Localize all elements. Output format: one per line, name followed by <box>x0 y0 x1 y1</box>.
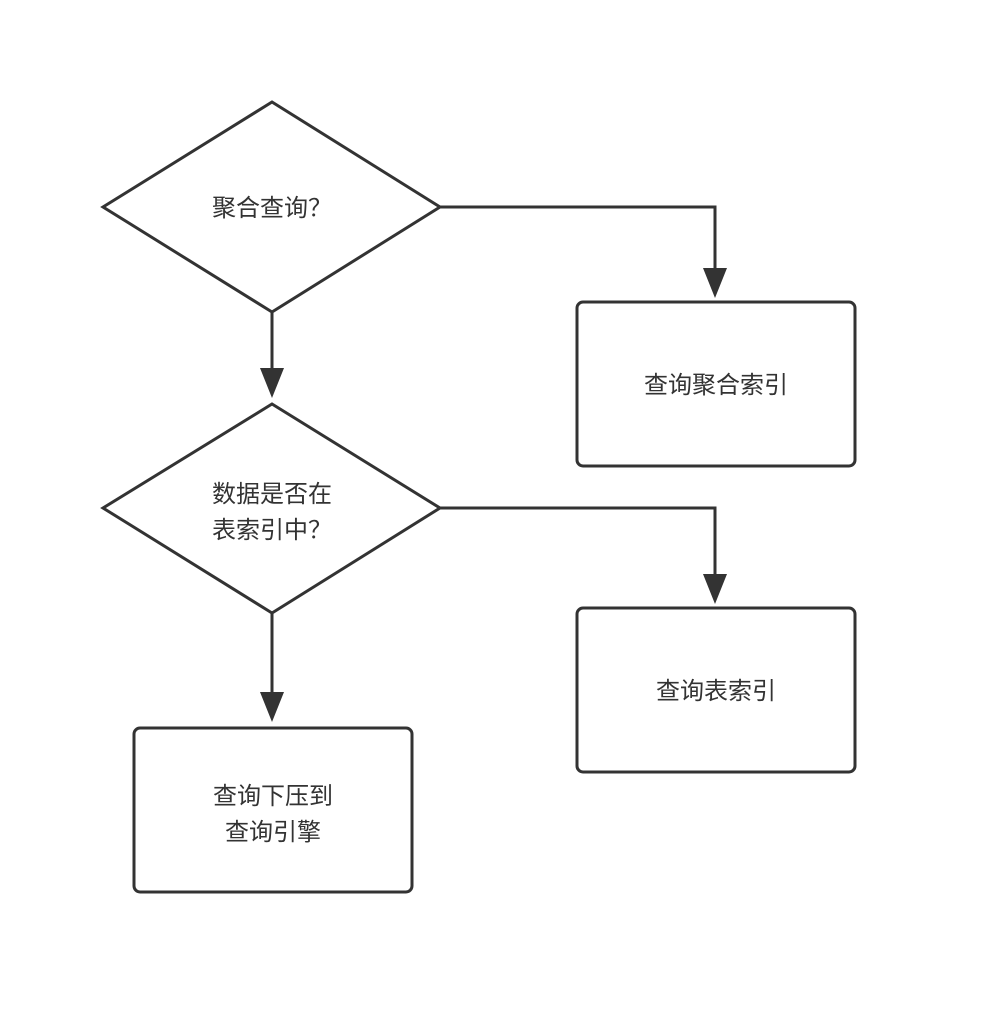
decision-table-index-label-line2: 表索引中？ <box>212 516 332 544</box>
connector-line <box>440 205 717 272</box>
process-query-table-index: 查询表索引 <box>575 606 857 774</box>
decision-data-in-table-index: 数据是否在 表索引中？ <box>100 402 443 615</box>
edge-aggregate-to-table-index-decision <box>260 312 284 398</box>
edge-table-index-decision-to-table-index <box>440 506 727 604</box>
diamond-shape <box>100 402 443 615</box>
rectangle-shape <box>575 606 857 774</box>
edge-table-index-decision-to-pushdown <box>260 613 284 722</box>
rectangle-shape <box>132 726 414 894</box>
process-aggregate-index-label: 查询聚合索引 <box>644 371 788 399</box>
connector-line <box>440 506 717 578</box>
arrowhead-icon <box>260 692 284 722</box>
process-pushdown-label-line1: 查询下压到 <box>213 782 333 810</box>
decision-aggregate-label: 聚合查询？ <box>212 194 332 222</box>
diamond-shape <box>100 100 443 314</box>
decision-aggregate-query: 聚合查询？ <box>100 100 443 314</box>
process-pushdown-to-engine: 查询下压到 查询引擎 <box>132 726 414 894</box>
process-pushdown-label-line2: 查询引擎 <box>225 818 321 846</box>
rectangle-shape <box>575 300 857 468</box>
arrowhead-icon <box>703 268 727 298</box>
decision-table-index-label-line1: 数据是否在 <box>212 480 332 508</box>
edge-aggregate-to-aggregate-index <box>440 205 727 298</box>
process-table-index-label: 查询表索引 <box>656 677 776 705</box>
arrowhead-icon <box>260 368 284 398</box>
process-query-aggregate-index: 查询聚合索引 <box>575 300 857 468</box>
arrowhead-icon <box>703 574 727 604</box>
